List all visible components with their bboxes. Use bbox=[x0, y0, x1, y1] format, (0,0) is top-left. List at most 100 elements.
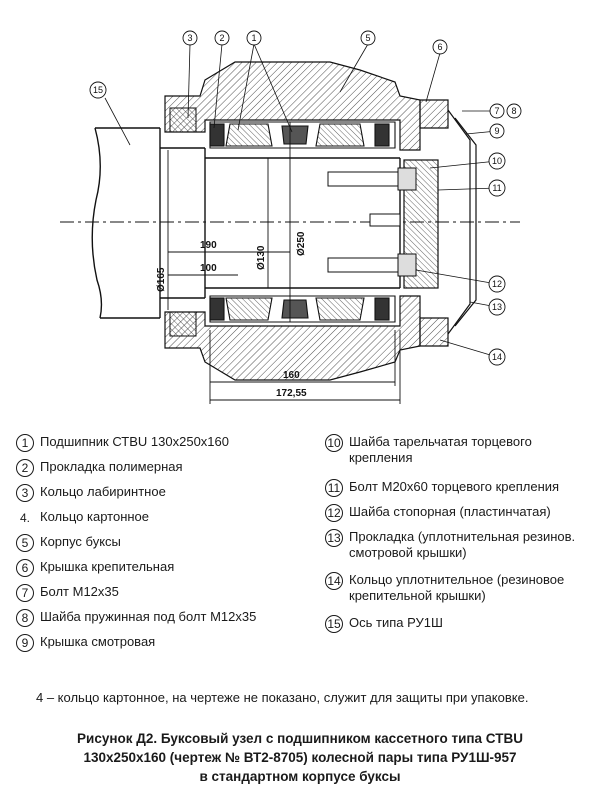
list-item: 1 Подшипник СТВU 130x250x160 bbox=[16, 434, 229, 452]
callout-8: 8 bbox=[506, 103, 522, 119]
packaging-note: 4 – кольцо картонное, на чертеже не пока… bbox=[36, 690, 529, 705]
item-number: 3 bbox=[16, 484, 34, 502]
callout-number: 1 bbox=[251, 33, 256, 43]
list-item: 11 Болт М20х60 торцевого крепления bbox=[325, 479, 559, 497]
callout-number: 7 bbox=[494, 106, 499, 116]
callout-number: 11 bbox=[492, 183, 501, 193]
callout-number: 3 bbox=[187, 33, 192, 43]
item-number: 13 bbox=[325, 529, 343, 547]
list-item: 3 Кольцо лабиринтное bbox=[16, 484, 166, 502]
callout-1: 1 bbox=[246, 30, 262, 46]
item-label: Шайба тарельчатая торцевого bbox=[349, 434, 532, 449]
item-number: 12 bbox=[325, 504, 343, 522]
item-label: Кольцо лабиринтное bbox=[40, 484, 166, 499]
callout-12: 12 bbox=[488, 275, 506, 293]
callout-number: 9 bbox=[494, 126, 499, 136]
callout-15: 15 bbox=[89, 81, 107, 99]
item-number: 6 bbox=[16, 559, 34, 577]
item-label: Прокладка полимерная bbox=[40, 459, 183, 474]
list-item: 4. Кольцо картонное bbox=[16, 509, 149, 527]
item-label: Корпус буксы bbox=[40, 534, 121, 549]
dim-160: 160 bbox=[283, 370, 300, 381]
labyrinth-ring bbox=[169, 107, 197, 337]
housing-lower bbox=[164, 295, 449, 381]
dim-d165: Ø165 bbox=[156, 267, 167, 292]
list-item: 9 Крышка смотровая bbox=[16, 634, 155, 652]
figure-caption: Рисунок Д2. Буксовый узел с подшипником … bbox=[0, 729, 600, 786]
caption-line-1: Рисунок Д2. Буксовый узел с подшипником … bbox=[77, 731, 523, 746]
bearing-upper bbox=[209, 121, 396, 149]
caption-line-3: в стандартном корпусе буксы bbox=[199, 769, 401, 784]
dim-d250: Ø250 bbox=[296, 231, 307, 256]
callout-10: 10 bbox=[488, 152, 506, 170]
callout-number: 8 bbox=[511, 106, 516, 116]
list-item: 8 Шайба пружинная под болт М12х35 bbox=[16, 609, 256, 627]
list-item: 12 Шайба стопорная (пластинчатая) bbox=[325, 504, 551, 522]
item-label-cont: крепительной крышки) bbox=[349, 588, 486, 603]
item-label: Кольцо уплотнительное (резиновое bbox=[349, 572, 565, 587]
legend-left: 1 Подшипник СТВU 130x250x160 2 Прокладка п… bbox=[16, 434, 316, 674]
list-item: 6 Крышка крепительная bbox=[16, 559, 174, 577]
item-number: 15 bbox=[325, 615, 343, 633]
caption-line-2: 130х250х160 (чертеж № ВТ2-8705) колесной… bbox=[83, 750, 517, 765]
item-label-cont: смотровой крышки) bbox=[349, 545, 467, 560]
bearing-lower bbox=[209, 295, 396, 323]
dim-190: 190 bbox=[200, 240, 217, 251]
item-number: 10 bbox=[325, 434, 343, 452]
callout-number: 13 bbox=[492, 302, 502, 312]
callout-number: 10 bbox=[492, 156, 502, 166]
item-number: 7 bbox=[16, 584, 34, 602]
item-label: Подшипник СТВU 130x250x160 bbox=[40, 434, 229, 449]
callout-13: 13 bbox=[488, 298, 506, 316]
item-label: Ось типа РУ1Ш bbox=[349, 615, 443, 630]
item-number: 2 bbox=[16, 459, 34, 477]
item-label: Крышка крепительная bbox=[40, 559, 175, 574]
leader-lines bbox=[104, 43, 498, 358]
callout-7: 7 bbox=[489, 103, 505, 119]
item-label: Болт М20х60 торцевого крепления bbox=[349, 479, 560, 494]
item-number: 9 bbox=[16, 634, 34, 652]
housing-upper bbox=[164, 61, 449, 151]
list-item: 7 Болт М12х35 bbox=[16, 584, 119, 602]
item-number: 8 bbox=[16, 609, 34, 627]
item-label: Шайба стопорная (пластинчатая) bbox=[349, 504, 551, 519]
item-number: 14 bbox=[325, 572, 343, 590]
dimension-lines bbox=[167, 122, 401, 404]
list-item: 13 Прокладка (уплотнительная резинов.смот… bbox=[325, 529, 575, 561]
item-label: Болт М12х35 bbox=[40, 584, 119, 599]
item-label: Шайба пружинная под болт М12х35 bbox=[40, 609, 257, 624]
item-number: 1 bbox=[16, 434, 34, 452]
callout-9: 9 bbox=[489, 123, 505, 139]
callout-number: 15 bbox=[93, 85, 103, 95]
callout-2: 2 bbox=[214, 30, 230, 46]
callout-6: 6 bbox=[432, 39, 448, 55]
item-number: 5 bbox=[16, 534, 34, 552]
callout-number: 2 bbox=[219, 33, 224, 43]
item-number: 11 bbox=[325, 479, 343, 497]
list-item: 2 Прокладка полимерная bbox=[16, 459, 183, 477]
dim-d130: Ø130 bbox=[256, 245, 267, 270]
callout-number: 14 bbox=[492, 352, 502, 362]
axlebox-drawing: 190 100 Ø165 Ø130 Ø250 160 172,55 bbox=[60, 43, 520, 404]
callout-number: 5 bbox=[365, 33, 370, 43]
callout-3: 3 bbox=[182, 30, 198, 46]
list-item: 15 Ось типа РУ1Ш bbox=[325, 615, 443, 633]
item-label: Прокладка (уплотнительная резинов. bbox=[349, 529, 576, 544]
item-label: Кольцо картонное bbox=[40, 509, 150, 524]
item-label-cont: крепления bbox=[349, 450, 413, 465]
dim-100: 100 bbox=[200, 263, 217, 274]
end-bolts bbox=[327, 167, 417, 277]
callout-number: 6 bbox=[437, 42, 442, 52]
callout-5: 5 bbox=[360, 30, 376, 46]
dim-172-55: 172,55 bbox=[276, 388, 307, 399]
callout-number: 12 bbox=[492, 279, 502, 289]
item-label: Крышка смотровая bbox=[40, 634, 156, 649]
item-number: 4. bbox=[19, 511, 30, 525]
callout-14: 14 bbox=[488, 348, 506, 366]
callout-11: 11 bbox=[488, 179, 506, 197]
list-item: 5 Корпус буксы bbox=[16, 534, 121, 552]
